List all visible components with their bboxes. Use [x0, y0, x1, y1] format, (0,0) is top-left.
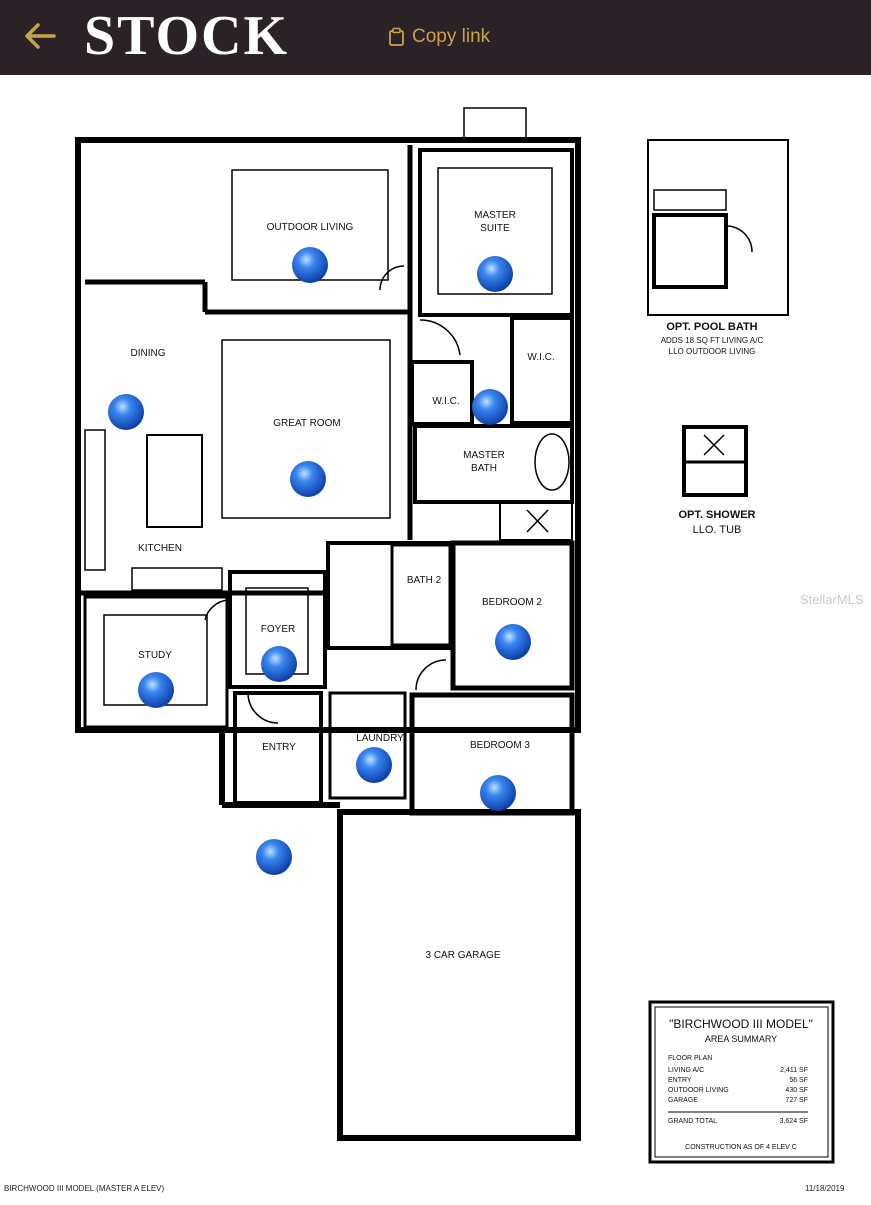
- room-label-outdoor-living: OUTDOOR LIVING: [267, 222, 354, 233]
- top-bar: STOCK Copy link: [0, 0, 871, 75]
- pool-bath-note-1: ADDS 18 SQ FT LIVING A/C: [661, 336, 764, 345]
- hotspot-bedroom-2[interactable]: [495, 624, 531, 660]
- summary-title: "BIRCHWOOD III MODEL": [669, 1017, 813, 1031]
- copy-link-button[interactable]: Copy link: [388, 22, 490, 52]
- summary-row-label: OUTDOOR LIVING: [668, 1087, 729, 1094]
- room-label-master-suite: MASTER: [474, 210, 516, 221]
- hotspot-great-room[interactable]: [290, 461, 326, 497]
- watermark: StellarMLS: [800, 592, 864, 607]
- back-button[interactable]: [18, 16, 62, 56]
- arrow-left-icon: [25, 23, 56, 49]
- pool-bath-title: OPT. POOL BATH: [666, 321, 757, 333]
- clipboard-icon: [389, 27, 404, 46]
- summary-row-label: GARAGE: [668, 1097, 698, 1104]
- room-label-garage: 3 CAR GARAGE: [425, 950, 500, 961]
- hotspot-master-suite[interactable]: [477, 256, 513, 292]
- room-label-wic-2: W.I.C.: [432, 396, 459, 407]
- summary-row-label: LIVING A/C: [668, 1067, 704, 1074]
- hotspot-laundry[interactable]: [356, 747, 392, 783]
- hotspot-entry[interactable]: [256, 839, 292, 875]
- room-label-kitchen: KITCHEN: [138, 543, 182, 554]
- room-label-great-room: GREAT ROOM: [273, 418, 340, 429]
- hotspot-study[interactable]: [138, 672, 174, 708]
- room-label-wic-1: W.I.C.: [527, 352, 554, 363]
- summary-row-value: 727 SF: [785, 1097, 808, 1104]
- summary-total-label: GRAND TOTAL: [668, 1118, 717, 1125]
- room-label-study: STUDY: [138, 650, 172, 661]
- floor-plan-drawing: OUTDOOR LIVING MASTER SUITE DINING GREAT…: [75, 107, 835, 1164]
- summary-row-value: 56 SF: [789, 1077, 808, 1084]
- hotspot-dining[interactable]: [108, 394, 144, 430]
- hotspot-foyer[interactable]: [261, 646, 297, 682]
- summary-floor-plan-label: FLOOR PLAN: [668, 1055, 712, 1062]
- room-label-master-bath: MASTER: [463, 450, 505, 461]
- summary-row-value: 430 SF: [785, 1087, 808, 1094]
- room-label-master-bath-line2: BATH: [471, 463, 497, 474]
- plan-caption: BIRCHWOOD III MODEL (MASTER A ELEV): [4, 1184, 165, 1193]
- hotspot-outdoor-living[interactable]: [292, 247, 328, 283]
- room-label-bath-2: BATH 2: [407, 575, 442, 586]
- plan-date: 11/18/2019: [805, 1184, 845, 1193]
- room-label-bedroom-2: BEDROOM 2: [482, 597, 542, 608]
- shower-option-note: LLO. TUB: [693, 524, 742, 536]
- summary-subtitle: AREA SUMMARY: [705, 1034, 777, 1044]
- hotspot-wic[interactable]: [472, 389, 508, 425]
- room-label-bedroom-3: BEDROOM 3: [470, 740, 530, 751]
- summary-note: CONSTRUCTION AS OF 4 ELEV C: [685, 1144, 797, 1151]
- room-label-foyer: FOYER: [261, 624, 295, 635]
- pool-bath-note-2: LLO OUTDOOR LIVING: [669, 347, 756, 356]
- copy-link-label: Copy link: [412, 26, 491, 47]
- site-logo[interactable]: STOCK: [84, 5, 290, 67]
- room-label-entry: ENTRY: [262, 742, 296, 753]
- floor-plan-image: OUTDOOR LIVING MASTER SUITE DINING GREAT…: [0, 75, 871, 1200]
- summary-row-label: ENTRY: [668, 1077, 692, 1084]
- summary-row-value: 2,411 SF: [780, 1067, 808, 1074]
- room-label-laundry: LAUNDRY: [356, 733, 404, 744]
- shower-option-title: OPT. SHOWER: [678, 509, 755, 521]
- room-label-dining: DINING: [131, 348, 166, 359]
- room-hotspots: [108, 247, 531, 875]
- room-label-master-suite-line2: SUITE: [480, 223, 510, 234]
- hotspot-bedroom-3[interactable]: [480, 775, 516, 811]
- summary-total-value: 3,624 SF: [780, 1118, 808, 1125]
